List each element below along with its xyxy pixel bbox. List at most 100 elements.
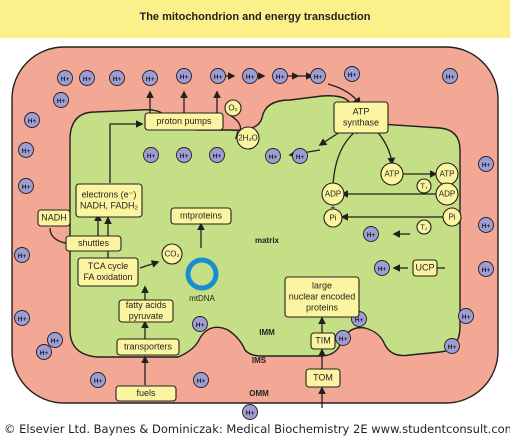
mtproteins-box bbox=[170, 207, 232, 225]
proton-label: H+ bbox=[18, 253, 27, 260]
tom-box-label: TOM bbox=[313, 373, 333, 383]
t1-transporter-label: T₁ bbox=[421, 183, 428, 190]
proton-label: H+ bbox=[276, 74, 285, 81]
proton bbox=[176, 147, 192, 163]
proton bbox=[265, 148, 281, 164]
oxygen-circle bbox=[224, 99, 242, 117]
proton bbox=[478, 156, 494, 172]
ims-label: IMS bbox=[252, 356, 267, 365]
proton-label: H+ bbox=[22, 184, 31, 191]
fuels-box bbox=[115, 385, 177, 402]
proton bbox=[310, 68, 326, 84]
matrix-pi-circle bbox=[323, 208, 343, 228]
proton-label: H+ bbox=[339, 336, 348, 343]
proton-label: H+ bbox=[57, 98, 66, 105]
proton-label: H+ bbox=[348, 72, 357, 79]
proton-label: H+ bbox=[51, 338, 60, 345]
proton bbox=[36, 344, 52, 360]
proton-label: H+ bbox=[22, 148, 31, 155]
proton bbox=[209, 147, 225, 163]
matrix-adp-circle bbox=[321, 182, 345, 206]
carbon-dioxide-circle-label: CO₂ bbox=[164, 250, 179, 259]
proton bbox=[176, 68, 192, 84]
proton bbox=[363, 226, 379, 242]
proton bbox=[442, 68, 458, 84]
proton-label: H+ bbox=[18, 316, 27, 323]
electrons-box-label: NADH, FADH₂ bbox=[80, 201, 139, 211]
plus-sign: + bbox=[331, 203, 336, 212]
t2-transporter-label: T₂ bbox=[421, 224, 428, 231]
proton-label: H+ bbox=[197, 378, 206, 385]
proton-pumps-box bbox=[144, 112, 224, 131]
proton bbox=[374, 260, 390, 276]
t2-transporter bbox=[416, 219, 432, 235]
imported-adp-circle-label: ADP bbox=[439, 190, 455, 199]
proton-label: H+ bbox=[482, 223, 491, 230]
proton bbox=[242, 404, 258, 420]
proton-label: H+ bbox=[94, 378, 103, 385]
proton-label: H+ bbox=[367, 232, 376, 239]
copyright-footer: © Elsevier Ltd. Baynes & Dominiczak: Med… bbox=[4, 422, 510, 436]
nuclear-proteins-box bbox=[284, 276, 360, 318]
proton-pumps-box-label: proton pumps bbox=[156, 116, 212, 126]
nadh-box-label: NADH bbox=[41, 213, 67, 223]
proton bbox=[210, 68, 226, 84]
t1-transporter bbox=[416, 178, 432, 194]
fatty-acids-box-label: pyruvate bbox=[129, 311, 164, 321]
tca-cycle-box-label: TCA cycle bbox=[88, 261, 129, 271]
exported-atp-circle-label: ATP bbox=[440, 170, 455, 179]
proton-label: H+ bbox=[147, 153, 156, 160]
proton bbox=[142, 70, 158, 86]
diagram-title: The mitochondrion and energy transductio… bbox=[139, 11, 371, 23]
proton-label: H+ bbox=[61, 76, 70, 83]
proton bbox=[478, 217, 494, 233]
shuttles-box-label: shuttles bbox=[78, 238, 110, 248]
imported-pi-circle-label: Pi bbox=[448, 213, 455, 222]
fuels-box-label: fuels bbox=[136, 388, 156, 398]
proton bbox=[458, 308, 474, 324]
water-circle-label: 2H₂O bbox=[238, 134, 258, 143]
ucp-box-label: UCP bbox=[415, 263, 434, 273]
proton-label: H+ bbox=[355, 317, 364, 324]
proton-label: H+ bbox=[83, 76, 92, 83]
proton-label: H+ bbox=[213, 153, 222, 160]
nuclear-proteins-box-label: proteins bbox=[306, 303, 339, 313]
imported-adp-circle bbox=[435, 182, 459, 206]
fatty-acids-box bbox=[118, 299, 174, 323]
proton bbox=[344, 66, 360, 82]
electron-transfer-arrow bbox=[109, 120, 144, 183]
water-circle bbox=[236, 126, 260, 150]
proton-label: H+ bbox=[448, 344, 457, 351]
transporters-box bbox=[116, 338, 180, 356]
tca-cycle-box-label: FA oxidation bbox=[83, 272, 132, 282]
proton-label: H+ bbox=[482, 267, 491, 274]
tim-box bbox=[310, 332, 336, 350]
proton-label: H+ bbox=[28, 118, 37, 125]
proton-label: H+ bbox=[482, 162, 491, 169]
proton-label: H+ bbox=[446, 74, 455, 81]
fatty-acids-box-label: fatty acids bbox=[126, 300, 167, 310]
proton-label: H+ bbox=[246, 410, 255, 417]
proton-label: H+ bbox=[246, 74, 255, 81]
proton bbox=[14, 310, 30, 326]
proton bbox=[14, 247, 30, 263]
nuclear-proteins-box-label: nuclear encoded bbox=[289, 292, 356, 302]
proton bbox=[192, 316, 208, 332]
proton bbox=[478, 261, 494, 277]
proton bbox=[90, 372, 106, 388]
proton-label: H+ bbox=[113, 76, 122, 83]
proton bbox=[57, 70, 73, 86]
tim-box-label: TIM bbox=[315, 336, 331, 346]
proton-label: H+ bbox=[378, 266, 387, 273]
omm-label: OMM bbox=[249, 389, 269, 398]
imm-label: IMM bbox=[259, 328, 275, 337]
mtdna-label: mtDNA bbox=[189, 294, 215, 303]
proton bbox=[444, 338, 460, 354]
matrix-label: matrix bbox=[255, 236, 280, 245]
transporters-box-label: transporters bbox=[124, 342, 173, 352]
atp-synthase-box bbox=[333, 101, 389, 134]
proton-label: H+ bbox=[462, 314, 471, 321]
atp-synthase-box-label: synthase bbox=[343, 118, 379, 128]
proton bbox=[47, 332, 63, 348]
